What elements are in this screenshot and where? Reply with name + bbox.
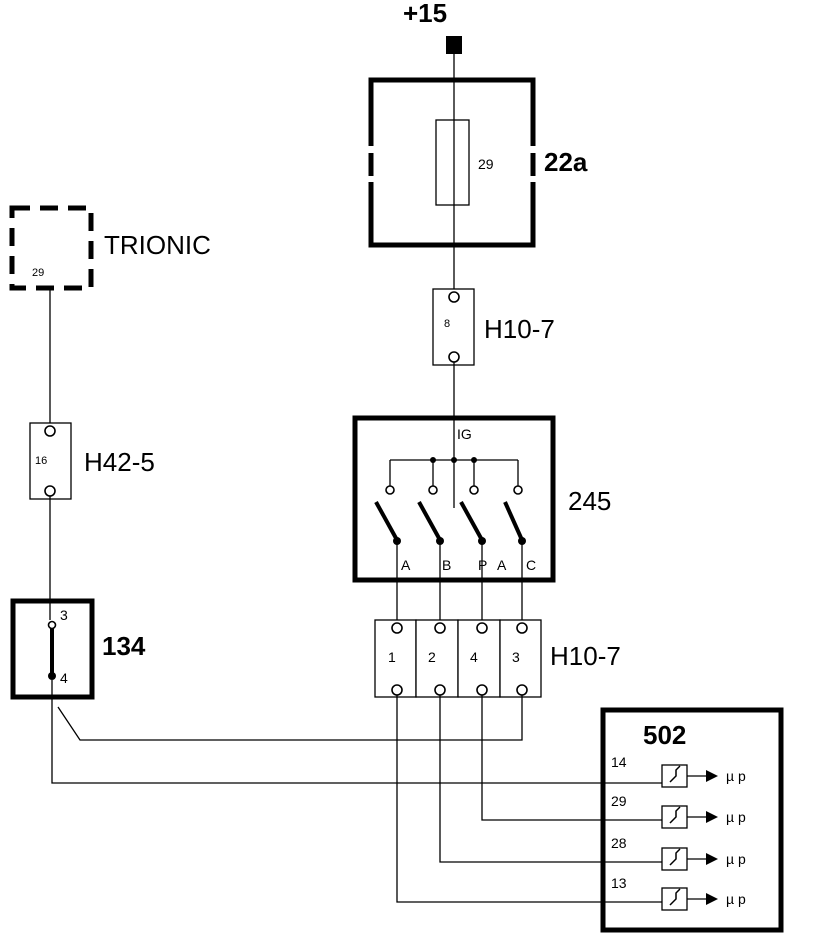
- fuse-number: 29: [478, 156, 494, 172]
- fuse: [435, 119, 470, 206]
- wire-h10-pin1-to-502-pin13: [396, 695, 662, 903]
- ignition-switch-245: IG A B P A C: [352, 415, 556, 628]
- ecu-input-stage-29: µ p: [661, 805, 746, 829]
- ecu-input-stage-28: µ p: [661, 847, 746, 871]
- ecu-pin-14: 14: [611, 754, 627, 770]
- ecu-502: 502 14 29 28 13 µ p µ p µ p: [600, 707, 784, 933]
- wire-h10-pin2-to-502-pin28: [439, 695, 662, 863]
- supply-terminal: [446, 36, 462, 54]
- trionic-pin: 29: [32, 267, 44, 279]
- ecu-502-label: 502: [643, 720, 686, 750]
- ecu-mp-label-13: µ p: [726, 891, 746, 907]
- connector-h10-7-bottom-label: H10-7: [550, 641, 621, 671]
- switch-output-p: P: [478, 557, 487, 573]
- switch-output-a2: A: [497, 557, 507, 573]
- component-134-label: 134: [102, 631, 146, 661]
- component-134-pin-3: 3: [60, 607, 68, 623]
- switch-input-label: IG: [457, 426, 472, 442]
- wire-h10-pin4-to-502-pin29: [481, 695, 662, 821]
- ignition-switch-label: 245: [568, 486, 611, 516]
- connector-h42-5-pin: 16: [35, 455, 47, 467]
- wire-134-to-502-pin14: [51, 680, 662, 784]
- h10-7-pin-4: 4: [470, 649, 478, 665]
- h10-7-pin-2: 2: [428, 649, 436, 665]
- connector-h10-7-bottom: 1 2 4 3: [374, 619, 542, 698]
- connector-h10-7-top: 8: [432, 288, 475, 366]
- ecu-pin-28: 28: [611, 835, 627, 851]
- h10-7-pin-3: 3: [512, 649, 520, 665]
- connector-h10-7-top-label: H10-7: [484, 314, 555, 344]
- wire-134-to-h10-pin3: [57, 695, 523, 741]
- ecu-pin-29: 29: [611, 793, 627, 809]
- connector-h10-7-top-pin: 8: [444, 318, 450, 330]
- component-134-pin-4: 4: [60, 670, 68, 686]
- h10-7-pin-1: 1: [388, 649, 396, 665]
- fuse-box-label: 22a: [544, 147, 588, 177]
- switch-output-c: C: [526, 557, 536, 573]
- supply-label: +15: [403, 0, 447, 28]
- ecu-mp-label-28: µ p: [726, 851, 746, 867]
- switch-output-a: A: [401, 557, 411, 573]
- connector-h42-5-label: H42-5: [84, 447, 155, 477]
- trionic-label: TRIONIC: [104, 230, 211, 260]
- ecu-input-stage-14: µ p: [661, 764, 746, 788]
- ecu-mp-label-14: µ p: [726, 768, 746, 784]
- ecu-mp-label-29: µ p: [726, 809, 746, 825]
- switch-output-b: B: [442, 557, 451, 573]
- fuse-box-22a: 29: [368, 77, 536, 292]
- ecu-input-stage-13: µ p: [661, 887, 746, 911]
- trionic-box: [9, 205, 94, 291]
- connector-h42-5: 16: [29, 422, 72, 500]
- ecu-pin-13: 13: [611, 875, 627, 891]
